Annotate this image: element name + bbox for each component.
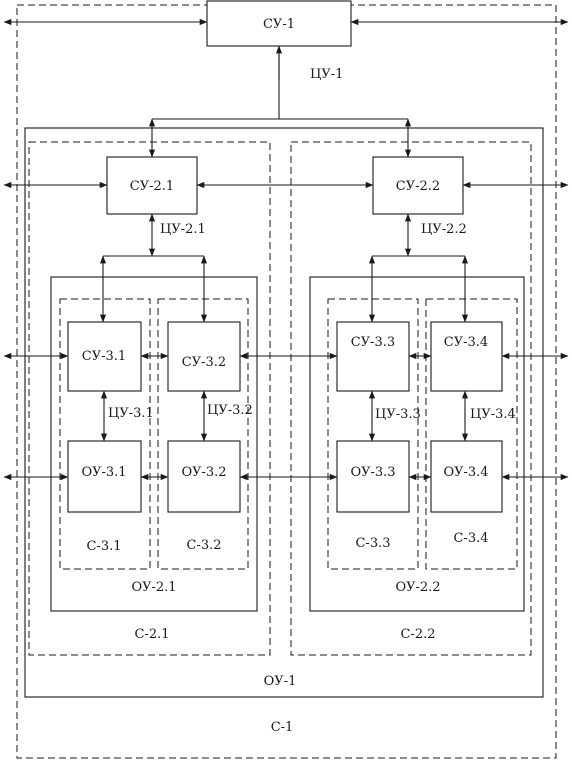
region-c22-frame: [290, 141, 532, 656]
block-ou33: [336, 440, 410, 513]
block-su22: [372, 156, 464, 215]
block-su34: [430, 321, 503, 392]
block-ou31: [67, 440, 142, 513]
region-c22-label: С-2.2: [400, 627, 435, 642]
link-cu31-label: ЦУ-3.1: [108, 406, 154, 421]
region-ou22-frame: [309, 276, 525, 612]
region-c21-label: С-2.1: [134, 627, 169, 642]
link-cu34-label: ЦУ-3.4: [470, 407, 516, 422]
block-su21-label: СУ-2.1: [130, 179, 174, 194]
region-c34-frame: [425, 298, 518, 570]
region-c21-frame: [28, 141, 271, 656]
block-su22-label: СУ-2.2: [396, 179, 440, 194]
region-c32-label: С-3.2: [186, 538, 221, 553]
block-su32-label: СУ-3.2: [182, 355, 226, 370]
link-cu32-label: ЦУ-3.2: [207, 403, 253, 418]
block-su33: [336, 321, 410, 392]
block-su32: [167, 321, 241, 392]
link-cu21-label: ЦУ-2.1: [160, 222, 206, 237]
block-su31-label: СУ-3.1: [82, 349, 126, 364]
block-ou34: [430, 440, 503, 513]
region-c31-label: С-3.1: [86, 539, 121, 554]
region-c34-label: С-3.4: [453, 531, 488, 546]
region-ou1-frame: [24, 127, 544, 698]
region-ou1-label: ОУ-1: [264, 674, 297, 689]
block-su31: [67, 321, 142, 392]
block-su21: [106, 156, 198, 215]
block-ou31-label: ОУ-3.1: [81, 465, 126, 480]
block-ou32: [167, 440, 241, 513]
link-cu33-label: ЦУ-3.3: [375, 407, 421, 422]
block-ou32-label: ОУ-3.2: [181, 465, 226, 480]
region-c1-label: С-1: [271, 720, 294, 735]
link-cu1-label: ЦУ-1: [310, 67, 343, 82]
region-ou21-label: ОУ-2.1: [131, 580, 176, 595]
block-su33-label: СУ-3.3: [351, 335, 395, 350]
block-ou34-label: ОУ-3.4: [443, 465, 488, 480]
region-ou21-frame: [50, 276, 258, 612]
link-cu22-label: ЦУ-2.2: [421, 222, 467, 237]
block-su1-label: СУ-1: [263, 17, 295, 32]
block-su1: [206, 0, 352, 47]
region-c33-label: С-3.3: [355, 536, 390, 551]
region-ou22-label: ОУ-2.2: [395, 580, 440, 595]
block-su34-label: СУ-3.4: [444, 335, 488, 350]
block-ou33-label: ОУ-3.3: [350, 465, 395, 480]
